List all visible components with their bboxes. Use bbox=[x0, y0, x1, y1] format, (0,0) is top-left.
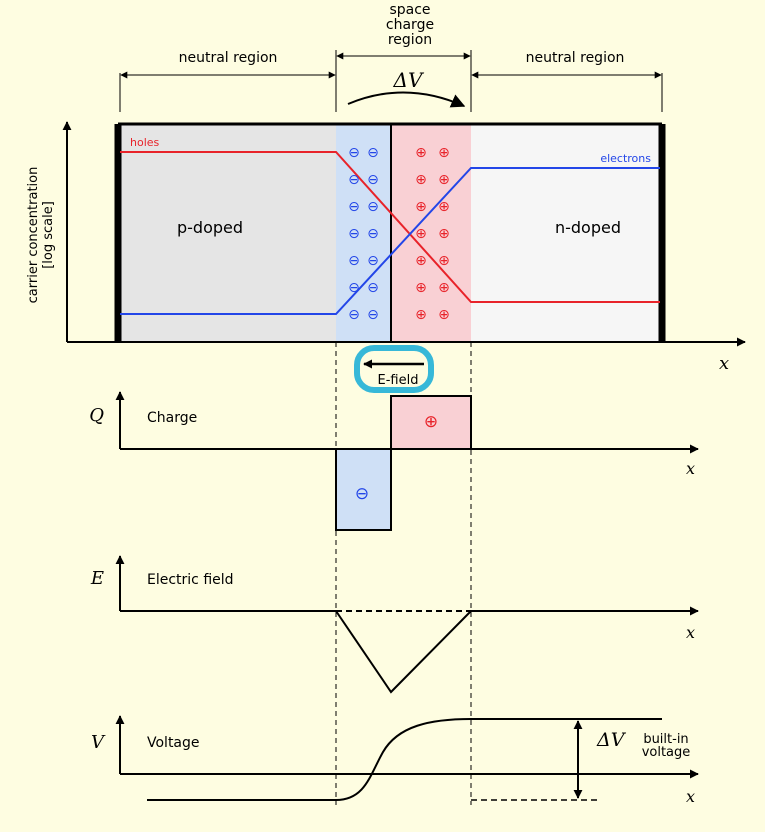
positive-ion-symbol: ⊕ bbox=[438, 145, 450, 161]
neutral-region-right-label: neutral region bbox=[526, 50, 625, 66]
negative-charge-symbol: ⊖ bbox=[355, 484, 369, 504]
negative-ion-symbol: ⊖ bbox=[367, 307, 379, 323]
builtin-label-line2: voltage bbox=[642, 745, 691, 760]
positive-depletion-region bbox=[391, 124, 471, 342]
holes-curve bbox=[120, 151, 660, 303]
holes-label: holes bbox=[130, 136, 160, 149]
space-charge-label-line2: charge bbox=[386, 17, 434, 33]
positive-charge-block bbox=[390, 395, 472, 450]
negative-ion-symbol: ⊖ bbox=[348, 226, 360, 242]
positive-ion-symbol: ⊕ bbox=[438, 253, 450, 269]
field-panel: E Electric field x bbox=[90, 555, 699, 694]
negative-ion-symbol: ⊖ bbox=[348, 280, 360, 296]
efield-label: E-field bbox=[378, 373, 419, 388]
carrier-y-label-line1: carrier concentration bbox=[26, 167, 41, 304]
negative-ion-symbol: ⊖ bbox=[367, 280, 379, 296]
voltage-panel: V Voltage x ΔV built-in voltage bbox=[91, 715, 699, 806]
negative-charge-block bbox=[335, 448, 392, 531]
charge-x-label: x bbox=[686, 459, 695, 478]
field-title: Electric field bbox=[147, 572, 234, 588]
negative-ion-symbol: ⊖ bbox=[367, 199, 379, 215]
negative-ion-symbol: ⊖ bbox=[367, 172, 379, 188]
field-axis-symbol: E bbox=[90, 568, 104, 589]
efield-highlight bbox=[354, 345, 434, 393]
delta-v-header-label: ΔV bbox=[393, 68, 425, 92]
voltage-profile bbox=[147, 718, 662, 801]
negative-ion-symbol: ⊖ bbox=[367, 226, 379, 242]
carrier-panel: holes electrons p-doped n-doped ⊖ ⊖ ⊕ ⊕ ⊖ ⊖ ⊕ ⊕… bbox=[26, 121, 746, 374]
voltage-title: Voltage bbox=[147, 735, 200, 751]
negative-ion-symbol: ⊖ bbox=[348, 199, 360, 215]
negative-ion-symbol: ⊖ bbox=[367, 145, 379, 161]
electrons-label: electrons bbox=[600, 152, 651, 165]
space-charge-label-line3: region bbox=[388, 32, 432, 48]
positive-ion-symbol: ⊕ bbox=[415, 307, 427, 323]
n-doped-label: n-doped bbox=[555, 218, 621, 237]
positive-ion-symbol: ⊕ bbox=[438, 280, 450, 296]
charge-panel: Q Charge x ⊖ ⊕ bbox=[89, 391, 699, 531]
electrons-curve bbox=[120, 167, 660, 315]
charge-axis-symbol: Q bbox=[89, 405, 104, 426]
negative-ion-symbol: ⊖ bbox=[348, 145, 360, 161]
p-doped-region bbox=[118, 124, 336, 342]
ion-grid: ⊖ ⊖ ⊕ ⊕ ⊖ ⊖ ⊕ ⊕ ⊖ ⊖ ⊕ ⊕ ⊖ ⊖ ⊕ ⊕ ⊖ ⊖ ⊕ ⊕ ⊖ ⊖ ⊕ ⊕ ⊖ ⊖ ⊕ ⊕ bbox=[348, 145, 450, 323]
positive-ion-symbol: ⊕ bbox=[415, 145, 427, 161]
positive-ion-symbol: ⊕ bbox=[438, 199, 450, 215]
voltage-delta-v-label: ΔV bbox=[596, 729, 627, 751]
negative-ion-symbol: ⊖ bbox=[348, 307, 360, 323]
positive-ion-symbol: ⊕ bbox=[438, 226, 450, 242]
negative-depletion-region bbox=[336, 124, 391, 342]
positive-ion-symbol: ⊕ bbox=[438, 172, 450, 188]
n-doped-region bbox=[471, 124, 662, 342]
positive-ion-symbol: ⊕ bbox=[415, 172, 427, 188]
voltage-axis-symbol: V bbox=[91, 732, 106, 753]
carrier-x-axis-label: x bbox=[719, 353, 729, 374]
region-header: neutral region neutral region space char… bbox=[119, 2, 663, 112]
negative-ion-symbol: ⊖ bbox=[348, 172, 360, 188]
field-x-label: x bbox=[686, 623, 695, 642]
positive-charge-symbol: ⊕ bbox=[424, 412, 438, 432]
space-charge-label-line1: space bbox=[389, 2, 430, 18]
voltage-x-label: x bbox=[686, 787, 695, 806]
positive-ion-symbol: ⊕ bbox=[415, 253, 427, 269]
neutral-region-left-label: neutral region bbox=[179, 50, 278, 66]
positive-ion-symbol: ⊕ bbox=[438, 307, 450, 323]
field-profile bbox=[335, 610, 472, 694]
delta-v-curved-arrow bbox=[347, 91, 466, 108]
charge-title: Charge bbox=[147, 410, 197, 426]
negative-ion-symbol: ⊖ bbox=[367, 253, 379, 269]
carrier-y-label-line2: [log scale] bbox=[41, 201, 56, 269]
builtin-label-line1: built-in bbox=[643, 732, 688, 747]
efield-annotation: E-field bbox=[354, 345, 434, 393]
positive-ion-symbol: ⊕ bbox=[415, 280, 427, 296]
p-doped-label: p-doped bbox=[177, 218, 243, 237]
negative-ion-symbol: ⊖ bbox=[348, 253, 360, 269]
positive-ion-symbol: ⊕ bbox=[415, 199, 427, 215]
positive-ion-symbol: ⊕ bbox=[415, 226, 427, 242]
